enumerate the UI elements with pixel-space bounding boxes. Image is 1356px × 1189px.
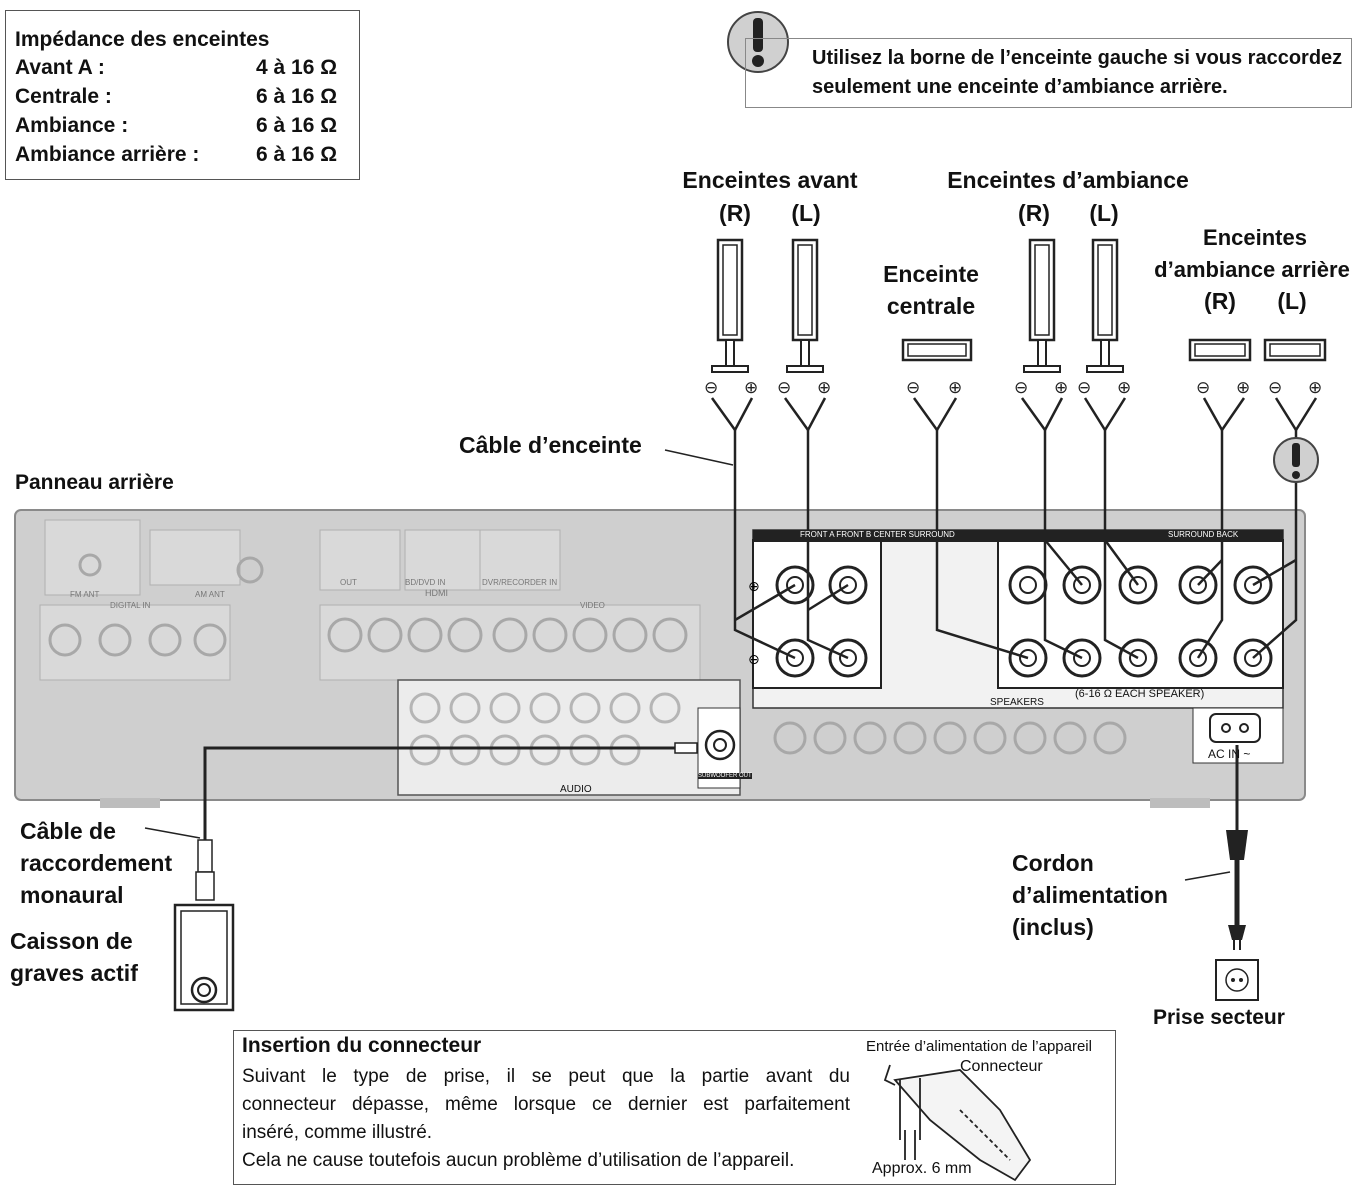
surround-speakers-label: Enceintes d’ambiance bbox=[947, 167, 1189, 193]
impedance-title: Impédance des enceintes bbox=[15, 28, 270, 51]
svg-text:⊖: ⊖ bbox=[1014, 378, 1028, 398]
impedance-value-surround: 6 à 16 Ω bbox=[256, 114, 338, 137]
front-r-label: (R) bbox=[719, 200, 751, 226]
mono-cable-label-2: raccordement bbox=[20, 850, 173, 876]
svg-text:⊕: ⊕ bbox=[1308, 378, 1322, 398]
svg-text:⊕: ⊕ bbox=[1236, 378, 1250, 398]
speaker-stands bbox=[711, 339, 1124, 373]
ac-inlet[interactable] bbox=[1209, 713, 1261, 743]
connector-label: Connecteur bbox=[960, 1058, 1043, 1075]
svg-text:⊖: ⊖ bbox=[777, 378, 791, 398]
surround-l-label: (L) bbox=[1089, 200, 1119, 226]
insertion-line-1: Suivant le type de prise, il se peut que… bbox=[242, 1066, 850, 1087]
power-cord-label-3: (inclus) bbox=[1012, 914, 1094, 940]
caution-note-box bbox=[745, 38, 1352, 108]
rear-panel-foot-left bbox=[100, 798, 160, 808]
svg-text:⊖: ⊖ bbox=[1196, 378, 1210, 398]
panel-front-label: FRONT A FRONT B CENTER SURROUND bbox=[800, 530, 955, 539]
subwoofer-label-1: Caisson de bbox=[10, 928, 133, 954]
power-cord-label-2: d’alimentation bbox=[1012, 882, 1168, 908]
front-l-label: (L) bbox=[791, 200, 821, 226]
svg-text:⊖: ⊖ bbox=[748, 652, 760, 668]
caution-line-2: seulement une enceinte d’ambiance arrièr… bbox=[812, 76, 1228, 98]
mono-cable bbox=[203, 746, 680, 840]
terminal-header-right bbox=[998, 530, 1283, 542]
panel-hdmi-out-label: OUT bbox=[340, 578, 357, 587]
insertion-line-4: Cela ne cause toutefois aucun problème d… bbox=[242, 1150, 795, 1171]
insertion-box bbox=[233, 1030, 1116, 1185]
speaker-cables bbox=[710, 397, 1318, 660]
impedance-label-front: Avant A : bbox=[15, 56, 105, 79]
wall-outlet bbox=[1215, 959, 1259, 1001]
speaker-cable-label: Câble d’enceinte bbox=[459, 432, 642, 458]
caution-note: Utilisez la borne de l’enceinte gauche s… bbox=[812, 44, 1342, 102]
faded-inputs bbox=[39, 519, 701, 681]
panel-am-label: AM ANT bbox=[195, 590, 225, 599]
panel-audio-label: AUDIO bbox=[560, 784, 592, 795]
panel-hdmi-in1-label: BD/DVD IN bbox=[405, 578, 446, 587]
svg-text:⊕: ⊕ bbox=[948, 378, 962, 398]
outlet-label: Prise secteur bbox=[1153, 1006, 1285, 1029]
svg-text:⊖: ⊖ bbox=[1077, 378, 1091, 398]
impedance-label-surround: Ambiance : bbox=[15, 114, 129, 137]
insertion-line-3: inséré, comme illustré. bbox=[242, 1122, 433, 1143]
power-cord-label-1: Cordon bbox=[1012, 850, 1094, 876]
back-speakers-label-2: d’ambiance arrière bbox=[1154, 257, 1350, 282]
inlet-label: Entrée d’alimentation de l’appareil bbox=[866, 1038, 1092, 1055]
audio-jacks bbox=[409, 692, 681, 766]
back-r-label: (R) bbox=[1204, 288, 1236, 314]
svg-text:⊕: ⊕ bbox=[817, 378, 831, 398]
center-speaker-label-1: Enceinte bbox=[883, 261, 979, 287]
panel-antenna-label: FM ANT bbox=[70, 590, 100, 599]
svg-text:⊕: ⊕ bbox=[748, 579, 760, 595]
svg-text:⊕: ⊕ bbox=[1054, 378, 1068, 398]
back-speakers-label-1: Enceintes bbox=[1203, 225, 1307, 250]
panel-digital-in-label: DIGITAL IN bbox=[110, 601, 151, 610]
impedance-label-center: Centrale : bbox=[15, 85, 112, 108]
speaker-shapes bbox=[716, 238, 1327, 362]
surround-r-label: (R) bbox=[1018, 200, 1050, 226]
approx-label: Approx. 6 mm bbox=[872, 1160, 972, 1177]
speaker-cable-leader bbox=[664, 449, 734, 466]
polarity-marks: ⊖ ⊕ ⊖ ⊕ ⊖ ⊕ ⊖ ⊕ ⊖ ⊕ ⊖ ⊕ ⊖ ⊕ bbox=[704, 378, 1322, 398]
svg-text:⊖: ⊖ bbox=[704, 378, 718, 398]
caution-icon-small bbox=[1273, 437, 1319, 483]
svg-text:⊖: ⊖ bbox=[906, 378, 920, 398]
impedance-value-surround-back: 6 à 16 Ω bbox=[256, 143, 338, 166]
impedance-value-front: 4 à 16 Ω bbox=[256, 56, 338, 79]
front-speakers-label: Enceintes avant bbox=[682, 167, 858, 193]
mono-cable-label-1: Câble de bbox=[20, 818, 116, 844]
impedance-box bbox=[5, 10, 360, 180]
rear-panel-foot-right bbox=[1150, 798, 1210, 808]
panel-subwoofer-out-label: SUBWOOFER OUT bbox=[698, 773, 752, 779]
caution-line-1: Utilisez la borne de l’enceinte gauche s… bbox=[812, 47, 1343, 69]
svg-text:⊕: ⊕ bbox=[744, 378, 758, 398]
plug-illustration bbox=[883, 1064, 1032, 1182]
center-speaker-label-2: centrale bbox=[886, 293, 976, 319]
panel-hdmi-label: HDMI bbox=[425, 588, 448, 598]
panel-hdmi-in2-label: DVR/RECORDER IN bbox=[482, 578, 558, 587]
audio-panel bbox=[397, 679, 741, 796]
panel-speakers-label: SPEAKERS bbox=[990, 697, 1044, 708]
rear-panel-label: Panneau arrière bbox=[15, 471, 174, 494]
insertion-line-2: connecteur dépasse, même lorsque ce dern… bbox=[242, 1094, 850, 1115]
insertion-title: Insertion du connecteur bbox=[242, 1034, 482, 1057]
panel-each-speaker-label: (6-16 Ω EACH SPEAKER) bbox=[1075, 688, 1205, 700]
caution-icon bbox=[727, 11, 789, 73]
impedance-label-surround-back: Ambiance arrière : bbox=[15, 143, 200, 166]
panel-ac-in-label: AC IN ~ bbox=[1208, 747, 1251, 761]
panel-surround-back-label: SURROUND BACK bbox=[1168, 530, 1239, 539]
impedance-value-center: 6 à 16 Ω bbox=[256, 85, 338, 108]
svg-text:⊕: ⊕ bbox=[1117, 378, 1131, 398]
panel-video-label: VIDEO bbox=[580, 601, 605, 610]
subwoofer-label-2: graves actif bbox=[10, 960, 138, 986]
back-l-label: (L) bbox=[1277, 288, 1307, 314]
mono-cable-label-3: monaural bbox=[20, 882, 124, 908]
svg-text:⊖: ⊖ bbox=[1268, 378, 1282, 398]
